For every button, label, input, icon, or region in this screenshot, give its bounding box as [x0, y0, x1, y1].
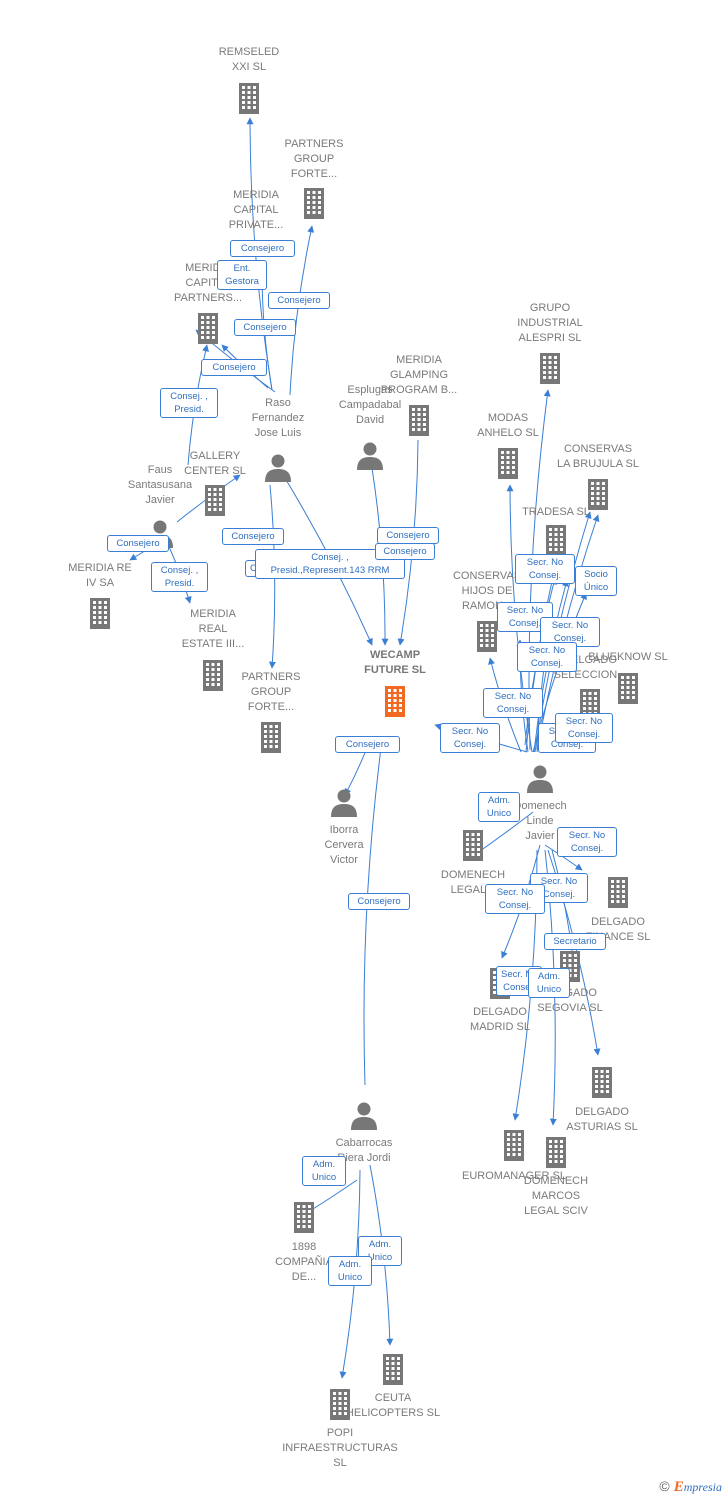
- building-icon: [192, 312, 224, 344]
- building-icon: [298, 187, 330, 219]
- relation-label[interactable]: Adm. Unico: [478, 792, 520, 822]
- relation-label[interactable]: Consej. , Presid.,Represent.143 RRM: [255, 549, 405, 579]
- node-label: GALLERY CENTER SL: [184, 450, 246, 477]
- node-label: Esplugas Campadabal David: [338, 384, 402, 426]
- node-label: EUROMANAGER SL: [462, 1170, 566, 1182]
- node-label: Faus Santasusana Javier: [127, 464, 193, 506]
- person-icon: [348, 1100, 380, 1132]
- relation-label[interactable]: Consejero: [222, 528, 284, 545]
- relation-label[interactable]: Adm. Unico: [328, 1256, 372, 1286]
- relation-label[interactable]: Consejero: [268, 292, 330, 309]
- relation-label[interactable]: Ent. Gestora: [217, 260, 267, 290]
- node-label: PARTNERS GROUP FORTE...: [241, 671, 301, 713]
- node-label: Raso Fernandez Jose Luis: [251, 397, 305, 439]
- building-icon: [602, 876, 634, 908]
- building-icon: [84, 597, 116, 629]
- relation-label[interactable]: Socio Único: [575, 566, 617, 596]
- building-icon: [498, 1129, 530, 1161]
- building-icon: [457, 829, 489, 861]
- relation-edge: [363, 739, 385, 1086]
- building-icon: [540, 1136, 572, 1168]
- relation-label[interactable]: Consej. , Presid.: [160, 388, 218, 418]
- node-label: DOMENECH MARCOS LEGAL SCIV: [523, 1175, 589, 1217]
- relation-label[interactable]: Secr. No Consej.: [517, 642, 577, 672]
- node-label: PARTNERS GROUP FORTE...: [284, 138, 344, 180]
- relation-label[interactable]: Adm. Unico: [528, 968, 570, 998]
- relation-label[interactable]: Secr. No Consej.: [440, 723, 500, 753]
- building-icon: [324, 1388, 356, 1420]
- relation-label[interactable]: Adm. Unico: [302, 1156, 346, 1186]
- node-label: WECAMP FUTURE SL: [364, 649, 426, 676]
- building-icon: [403, 404, 435, 436]
- building-icon: [288, 1201, 320, 1233]
- person-icon: [354, 440, 386, 472]
- building-icon: [582, 478, 614, 510]
- node-label: MERIDIA CAPITAL PRIVATE...: [228, 189, 284, 231]
- relation-label[interactable]: Consejero: [230, 240, 295, 257]
- relation-label[interactable]: Secr. No Consej.: [557, 827, 617, 857]
- relation-label[interactable]: Consejero: [335, 736, 400, 753]
- brand-logo-e: E: [673, 1479, 684, 1495]
- relation-label[interactable]: Secr. No Consej.: [483, 688, 543, 718]
- node-label: Iborra Cervera Victor: [324, 824, 364, 866]
- node-label: POPI INFRAESTRUCTURAS SL: [282, 1427, 398, 1469]
- relation-label[interactable]: Consejero: [375, 543, 435, 560]
- node-label: MODAS ANHELO SL: [477, 412, 539, 439]
- relation-edge: [544, 844, 583, 871]
- relation-label[interactable]: Secretario: [544, 933, 606, 950]
- relation-label[interactable]: Secr. No Consej.: [485, 884, 545, 914]
- person-icon: [328, 787, 360, 819]
- building-icon: [233, 82, 265, 114]
- node-label: 1898 COMPAÑIA DE...: [275, 1241, 333, 1283]
- relation-label[interactable]: Consej. , Presid.: [151, 562, 208, 592]
- person-icon: [524, 763, 556, 795]
- relation-edge: [289, 225, 315, 396]
- relation-edge: [532, 592, 587, 753]
- node-label: REMSELED XXI SL: [218, 46, 280, 73]
- node-label: MERIDIA REAL ESTATE III...: [181, 608, 245, 650]
- node-label: TRADESA SL: [522, 506, 590, 518]
- building-icon: [471, 620, 503, 652]
- building-icon: [612, 672, 644, 704]
- node-label: DELGADO MADRID SL: [470, 1006, 530, 1033]
- copyright-symbol: ©: [659, 1478, 670, 1494]
- brand-logo-text: mpresia: [683, 1480, 722, 1494]
- building-icon: [586, 1066, 618, 1098]
- node-label: MERIDIA GLAMPING PROGRAM B...: [380, 354, 458, 396]
- footer-brand[interactable]: ©Empresia: [659, 1478, 722, 1496]
- node-label: Domenech Linde Javier: [513, 800, 567, 842]
- building-icon: [199, 484, 231, 516]
- node-label: CONSERVAS LA BRUJULA SL: [557, 443, 639, 470]
- node-label: GRUPO INDUSTRIAL ALESPRI SL: [517, 302, 583, 344]
- relation-label[interactable]: Consejero: [377, 527, 439, 544]
- node-label: CONSERVAS HIJOS DE RAMON...: [452, 570, 522, 612]
- relation-label[interactable]: Consejero: [234, 319, 296, 336]
- relation-label[interactable]: Consejero: [348, 893, 410, 910]
- relation-label[interactable]: Adm. Unico: [358, 1236, 402, 1266]
- relation-label[interactable]: Consejero: [107, 535, 169, 552]
- person-icon: [262, 452, 294, 484]
- building-icon: [197, 659, 229, 691]
- node-label: DELGADO ASTURIAS SL: [566, 1106, 638, 1133]
- node-label: BLUEKNOW SL: [588, 651, 668, 663]
- node-label: CEUTA HELICOPTERS SL: [345, 1392, 441, 1419]
- building-icon: [379, 685, 411, 717]
- relation-label[interactable]: Secr. No Consej.: [555, 713, 613, 743]
- relation-label[interactable]: Secr. No Consej.: [515, 554, 575, 584]
- node-label: DOMENECH LEGAL...: [440, 869, 506, 896]
- building-icon: [534, 352, 566, 384]
- building-icon: [492, 447, 524, 479]
- relation-label[interactable]: Consejero: [201, 359, 267, 376]
- node-label: MERIDIA RE IV SA: [68, 562, 132, 589]
- building-icon: [377, 1353, 409, 1385]
- building-icon: [540, 524, 572, 556]
- building-icon: [255, 721, 287, 753]
